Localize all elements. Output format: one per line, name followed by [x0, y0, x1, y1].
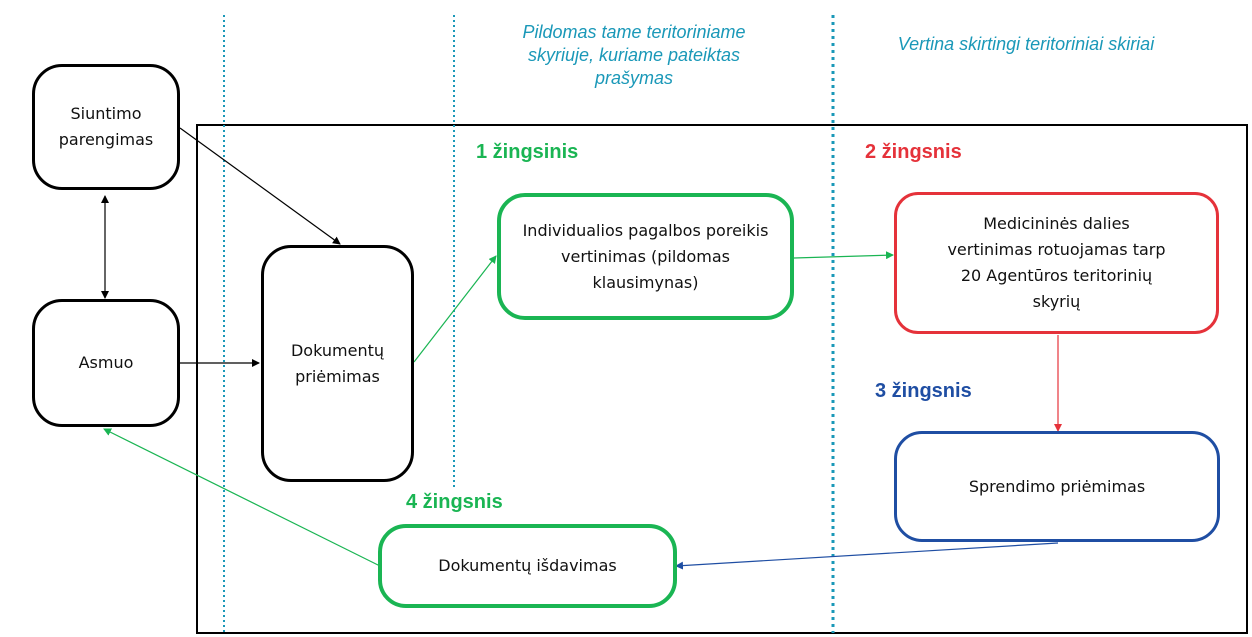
process-frame	[196, 124, 1248, 634]
step-4-label: 4 žingsnis	[406, 491, 503, 513]
arrow-isdavimas-to-asmuo	[103, 428, 381, 567]
step-2-label: 2 žingsnis	[865, 141, 962, 163]
node-asmuo: Asmuo	[32, 299, 180, 427]
column-header-local: Pildomas tame teritoriniame skyriuje, ku…	[522, 22, 746, 88]
node-dokumentu-isdavimas-label: Dokumentų išdavimas	[438, 556, 617, 575]
arrow-priemimas-to-vertinimas	[413, 255, 497, 363]
node-dokumentu-isdavimas: Dokumentų išdavimas	[378, 524, 677, 608]
arrow-sprendimo-to-isdavimas	[675, 542, 1059, 570]
node-siuntimo-parengimas: Siuntimo parengimas	[32, 64, 180, 190]
node-asmuo-label: Asmuo	[78, 353, 134, 372]
node-medicinines-dalies-vertinimas: Medicininės dalies vertinimas rotuojamas…	[894, 192, 1219, 334]
column-header-territorial: Vertina skirtingi teritoriniai skiriai	[897, 34, 1155, 54]
node-medicinines-dalies-vertinimas-label: Medicininės dalies vertinimas rotuojamas…	[947, 214, 1166, 311]
step-3-label: 3 žingsnis	[875, 380, 972, 402]
arrow-siuntimo-to-priemimas	[179, 127, 341, 245]
node-individualios-pagalbos-vertinimas-label: Individualios pagalbos poreikis vertinim…	[522, 220, 769, 292]
step-1-label: 1 žingsinis	[476, 141, 579, 163]
node-individualios-pagalbos-vertinimas: Individualios pagalbos poreikis vertinim…	[497, 193, 794, 320]
node-dokumentu-priemimas-label: Dokumentų priėmimas	[290, 340, 384, 386]
node-siuntimo-parengimas-label: Siuntimo parengimas	[58, 104, 154, 149]
node-sprendimo-priemimas: Sprendimo priėmimas	[894, 431, 1220, 542]
node-dokumentu-priemimas: Dokumentų priėmimas	[261, 245, 414, 482]
arrow-vertinimas-to-medicinines	[793, 251, 894, 260]
node-sprendimo-priemimas-label: Sprendimo priėmimas	[968, 476, 1146, 496]
